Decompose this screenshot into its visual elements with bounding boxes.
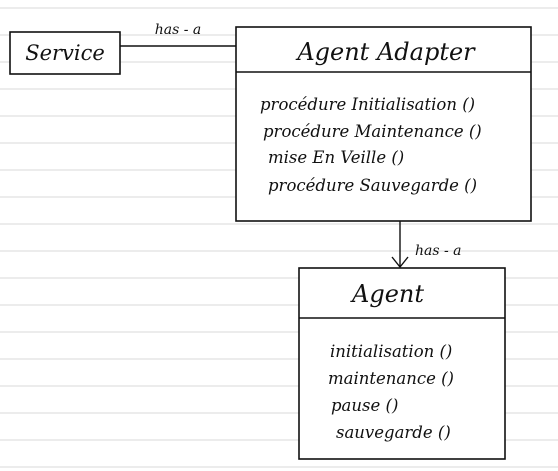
- agent-adapter-method: procédure Sauvegarde (): [268, 176, 477, 195]
- service-class: Service: [9, 31, 121, 75]
- service-box: [9, 31, 121, 75]
- agent-method: sauvegarde (): [336, 423, 451, 442]
- agent-adapter-method: procédure Initialisation (): [260, 95, 475, 114]
- agent-adapter-class: Agent Adapter procédure Initialisation (…: [235, 26, 532, 222]
- arrowhead-icon: [391, 256, 409, 269]
- relation-label-service-adapter: has - a: [155, 22, 202, 38]
- agent-method: pause (): [331, 396, 398, 415]
- agent-adapter-method: mise En Veille (): [268, 148, 404, 167]
- relation-label-adapter-agent: has - a: [415, 243, 462, 259]
- agent-adapter-title: Agent Adapter: [295, 38, 476, 66]
- agent-title: Agent: [350, 280, 424, 308]
- agent-adapter-box: [235, 26, 532, 222]
- agent-adapter-method: procédure Maintenance (): [263, 122, 482, 141]
- service-label: Service: [25, 41, 105, 65]
- agent-class: Agent initialisation () maintenance () p…: [298, 267, 506, 460]
- agent-box: [298, 267, 506, 460]
- agent-method: initialisation (): [330, 342, 452, 361]
- agent-method: maintenance (): [328, 369, 454, 388]
